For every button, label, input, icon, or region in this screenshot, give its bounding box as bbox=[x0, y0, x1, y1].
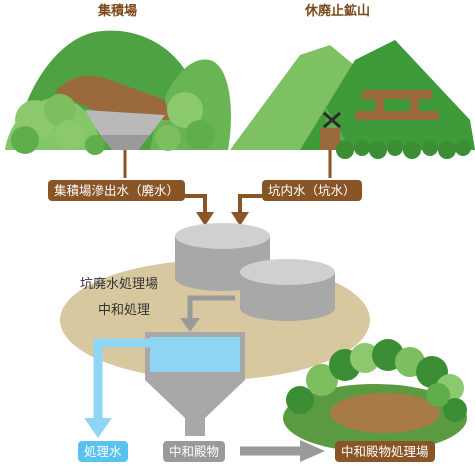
treatment-plant-label: 坑廃水処理場 bbox=[80, 277, 159, 292]
leachate-label: 集積場滲出水（廃水） bbox=[48, 180, 186, 201]
closed-mine-mountain bbox=[230, 40, 475, 159]
neutralization-label: 中和処理 bbox=[98, 303, 151, 318]
to-neutralization-arrow bbox=[187, 295, 235, 318]
inflow-arrows bbox=[185, 194, 262, 226]
collection-site-title: 集積場 bbox=[98, 4, 138, 19]
collection-site-mountain bbox=[5, 30, 231, 155]
treated-water-label: 処理水 bbox=[78, 441, 128, 462]
neutralization-vessel bbox=[145, 332, 245, 436]
sediment-site-label: 中和殿物処理場 bbox=[335, 441, 435, 462]
mine-water-label: 坑内水（坑水） bbox=[262, 180, 362, 201]
closed-mine-title: 休廃止鉱山 bbox=[305, 4, 371, 19]
sediment-label: 中和殿物 bbox=[163, 441, 226, 462]
sediment-site-hill bbox=[283, 339, 467, 452]
treated-water-arrow bbox=[93, 338, 150, 420]
tank-lower bbox=[240, 259, 335, 321]
